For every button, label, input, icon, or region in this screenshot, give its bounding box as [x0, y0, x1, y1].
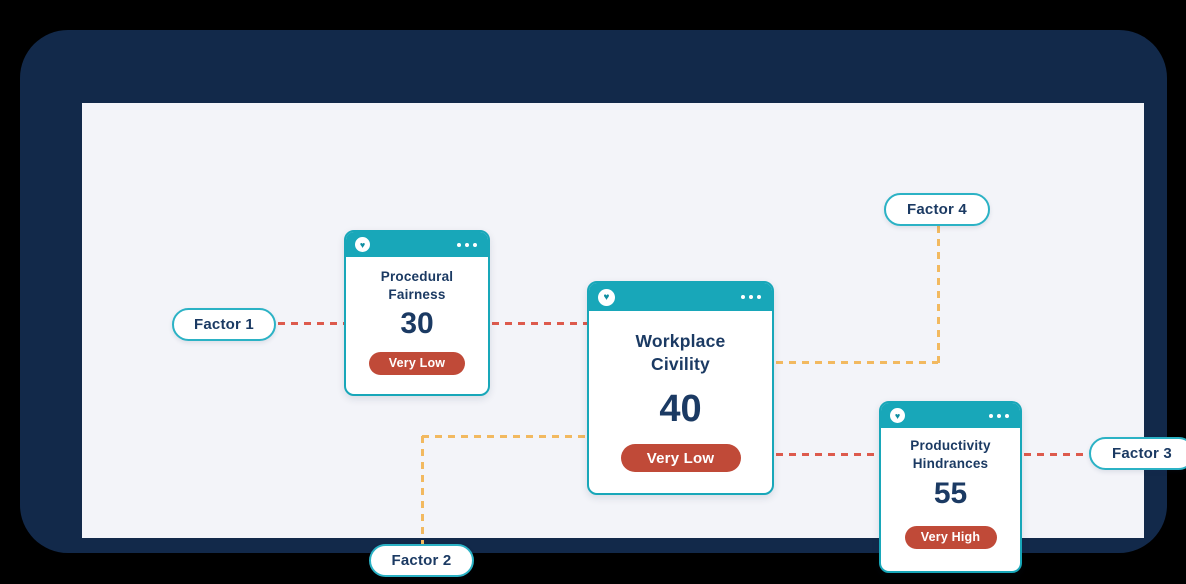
card-header: ♥	[589, 283, 772, 311]
connector-card1-to-card2	[492, 322, 587, 325]
card-value: 30	[400, 306, 434, 340]
card-title: Productivity Hindrances	[910, 438, 991, 471]
heart-circle-icon: ♥	[355, 237, 370, 252]
card-header: ♥	[346, 232, 488, 257]
card-body: Procedural Fairness 30 Very Low	[346, 257, 488, 394]
inner-panel: Factor 1 Factor 2 Factor 3 Factor 4 ♥ Pr…	[82, 103, 1186, 577]
connector-factor4-vertical	[937, 226, 940, 363]
three-dots-icon[interactable]	[457, 242, 477, 247]
factor-2-label: Factor 2	[391, 552, 452, 569]
status-badge: Very Low	[369, 351, 465, 375]
connector-card2-to-card3	[776, 453, 879, 456]
factor-1-label: Factor 1	[194, 316, 254, 333]
metric-card-workplace-civility: ♥ Workplace Civility 40 Very Low	[587, 281, 774, 495]
factor-4-label: Factor 4	[907, 201, 967, 218]
card-title: Procedural Fairness	[380, 269, 454, 302]
outer-frame: Factor 1 Factor 2 Factor 3 Factor 4 ♥ Pr…	[20, 30, 1186, 577]
three-dots-icon[interactable]	[741, 295, 761, 299]
connector-factor2-horizontal	[422, 435, 587, 438]
card-value: 55	[933, 476, 968, 510]
card-title: Workplace Civility	[635, 331, 726, 375]
heart-circle-icon: ♥	[890, 408, 905, 423]
connector-factor4-horizontal	[776, 361, 938, 364]
status-badge: Very High	[904, 525, 997, 549]
factor-4-node: Factor 4	[884, 193, 990, 226]
card-header: ♥	[881, 403, 1020, 428]
connector-card3-to-factor3	[1024, 453, 1089, 456]
factor-1-node: Factor 1	[172, 308, 276, 341]
factor-3-label: Factor 3	[1112, 445, 1172, 462]
factor-2-node: Factor 2	[369, 544, 474, 577]
factor-3-node: Factor 3	[1089, 437, 1186, 470]
metric-card-procedural-fairness: ♥ Procedural Fairness 30 Very Low	[344, 230, 490, 396]
connector-factor1-to-card1	[278, 322, 344, 325]
three-dots-icon[interactable]	[989, 413, 1009, 418]
card-body: Workplace Civility 40 Very Low	[589, 311, 772, 493]
card-body: Productivity Hindrances 55 Very High	[881, 428, 1020, 571]
metric-card-productivity-hindrances: ♥ Productivity Hindrances 55 Very High	[879, 401, 1022, 573]
heart-circle-icon: ♥	[598, 288, 615, 306]
status-badge: Very Low	[620, 444, 741, 473]
card-value: 40	[659, 388, 702, 431]
connector-factor2-vertical	[421, 436, 424, 544]
